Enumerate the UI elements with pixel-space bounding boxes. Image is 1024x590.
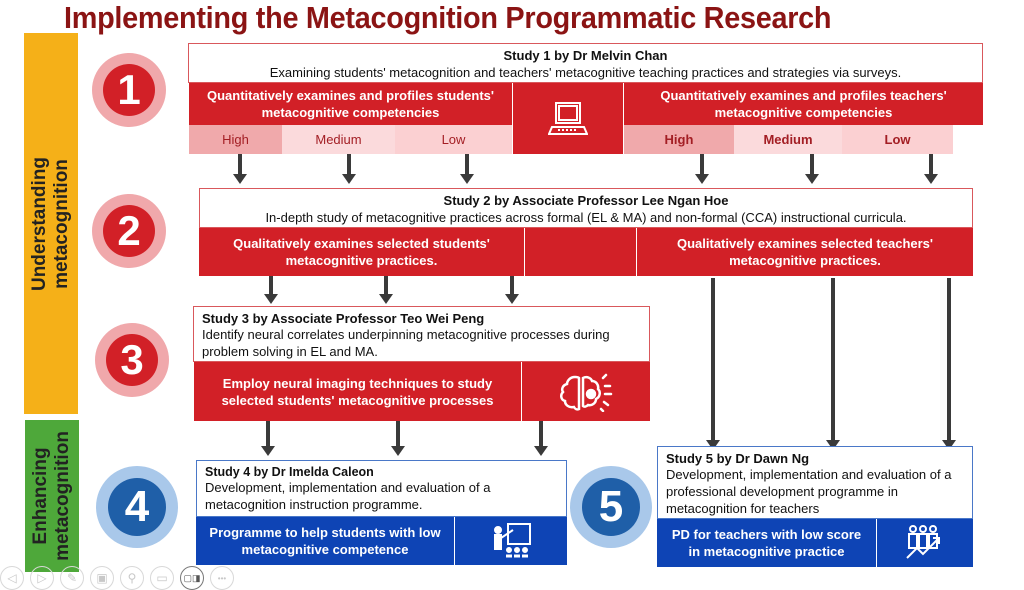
study-1-number: 1 [103, 64, 155, 116]
subtitles-button[interactable]: ▭ [150, 566, 174, 590]
arrow-down [826, 278, 840, 450]
phase-understanding: Understanding metacognition [24, 33, 78, 414]
zoom-button[interactable]: ⚲ [120, 566, 144, 590]
study-4-heading: Study 4 by Dr Imelda Caleon [205, 465, 374, 479]
pen-button[interactable]: ✎ [60, 566, 84, 590]
camera-icon: ▢◨ [183, 572, 201, 583]
next-slide-button[interactable]: ▷ [30, 566, 54, 590]
arrow-down [460, 154, 474, 184]
study-3-badge: 3 [95, 323, 169, 397]
study-5-action: PD for teachers with low score in metaco… [657, 519, 876, 567]
presentation-toolbar: ◁ ▷ ✎ ▣ ⚲ ▭ ▢◨ ••• [0, 566, 234, 590]
study-2-header: Study 2 by Associate Professor Lee Ngan … [199, 188, 973, 228]
pen-icon: ✎ [66, 571, 78, 585]
magnifier-icon: ⚲ [127, 571, 137, 585]
study-2-number: 2 [103, 205, 155, 257]
study-1-students-label: Quantitatively examines and profiles stu… [189, 83, 512, 125]
see-all-slides-button[interactable]: ▣ [90, 566, 114, 590]
arrow-down [942, 278, 956, 450]
study-2-spacer [525, 228, 636, 276]
arrow-down [695, 154, 709, 184]
camera-button[interactable]: ▢◨ [180, 566, 204, 590]
study-1-heading: Study 1 by Dr Melvin Chan [503, 48, 668, 63]
study-3-icon-cell [522, 362, 650, 421]
study-1-header: Study 1 by Dr Melvin Chan Examining stud… [188, 43, 983, 83]
teacher-level-medium: Medium [734, 125, 842, 154]
study-5-heading: Study 5 by Dr Dawn Ng [666, 451, 810, 466]
previous-slide-button[interactable]: ◁ [0, 566, 24, 590]
study-5-header: Study 5 by Dr Dawn Ng Development, imple… [657, 446, 973, 519]
more-options-button[interactable]: ••• [210, 566, 234, 590]
study-2-students-label: Qualitatively examines selected students… [199, 228, 524, 276]
teacher-level-low: Low [842, 125, 953, 154]
phase-enhancing: Enhancing metacognition [25, 420, 79, 572]
phase-enhancing-label: Enhancing metacognition [30, 431, 74, 561]
brain-icon [560, 373, 613, 412]
arrow-down [534, 421, 548, 456]
study-2-text: In-depth study of metacognitive practice… [265, 210, 907, 225]
study-5-text: Development, implementation and evaluati… [666, 467, 952, 516]
study-1-badge: 1 [92, 53, 166, 127]
study-5-number: 5 [582, 478, 640, 536]
study-3-number: 3 [106, 334, 158, 386]
student-level-high: High [189, 125, 282, 154]
study-3-header: Study 3 by Associate Professor Teo Wei P… [193, 306, 650, 362]
arrow-down [342, 154, 356, 184]
phase-understanding-label: Understanding metacognition [29, 156, 72, 291]
study-5-icon-cell [877, 519, 973, 567]
arrow-down [264, 276, 278, 304]
study-4-header: Study 4 by Dr Imelda Caleon Development,… [196, 460, 567, 517]
previous-icon: ◁ [7, 571, 17, 585]
next-icon: ▷ [37, 571, 47, 585]
laptop-icon [548, 101, 588, 135]
study-1-text: Examining students' metacognition and te… [269, 65, 902, 80]
subtitles-icon: ▭ [156, 571, 168, 585]
study-2-teachers-label: Qualitatively examines selected teachers… [637, 228, 973, 276]
study-4-badge: 4 [96, 466, 178, 548]
study-2-heading: Study 2 by Associate Professor Lee Ngan … [443, 193, 729, 208]
slides-icon: ▣ [96, 571, 108, 585]
study-3-heading: Study 3 by Associate Professor Teo Wei P… [202, 311, 485, 326]
study-4-icon-cell [455, 517, 567, 565]
study-4-text: Development, implementation and evaluati… [205, 480, 491, 512]
study-1-icon-cell [513, 83, 623, 154]
team-growth-icon [906, 525, 940, 559]
study-1-teachers-label: Quantitatively examines and profiles tea… [624, 83, 983, 125]
study-3-action: Employ neural imaging techniques to stud… [194, 362, 521, 421]
teacher-level-high: High [624, 125, 734, 154]
more-icon: ••• [217, 573, 227, 583]
student-level-low: Low [395, 125, 512, 154]
arrow-down [261, 421, 275, 456]
arrow-down [706, 278, 720, 450]
arrow-down [805, 154, 819, 184]
arrow-down [233, 154, 247, 184]
page-title: Implementing the Metacognition Programma… [64, 0, 832, 35]
study-4-action: Programme to help students with low meta… [196, 517, 454, 565]
arrow-down [379, 276, 393, 304]
student-level-medium: Medium [282, 125, 395, 154]
study-5-badge: 5 [570, 466, 652, 548]
study-3-text: Identify neural correlates underpinning … [202, 327, 610, 359]
arrow-down [505, 276, 519, 304]
arrow-down [391, 421, 405, 456]
arrow-down [924, 154, 938, 184]
study-2-badge: 2 [92, 194, 166, 268]
study-4-number: 4 [108, 478, 166, 536]
teacher-icon [494, 523, 531, 558]
